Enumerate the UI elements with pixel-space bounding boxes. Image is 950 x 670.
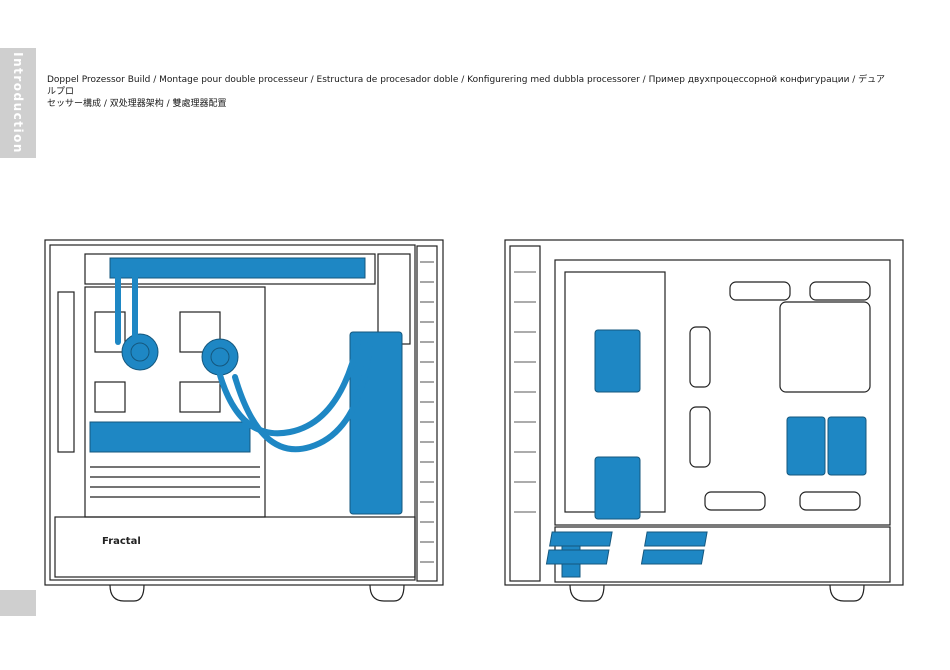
heading-line-1: Doppel Prozessor Build / Montage pour do…	[47, 74, 887, 98]
case-front-illustration: Fractal	[40, 232, 450, 612]
heading-line-2: セッサー構成 / 双处理器架构 / 雙處理器配置	[47, 98, 887, 110]
case-rear-illustration	[500, 232, 910, 612]
page-heading: Doppel Prozessor Build / Montage pour do…	[47, 74, 887, 110]
introduction-tab: Introduction	[0, 48, 36, 158]
page-marker	[0, 590, 36, 616]
fractal-brand-label: Fractal	[102, 536, 141, 547]
introduction-tab-label: Introduction	[11, 52, 25, 154]
